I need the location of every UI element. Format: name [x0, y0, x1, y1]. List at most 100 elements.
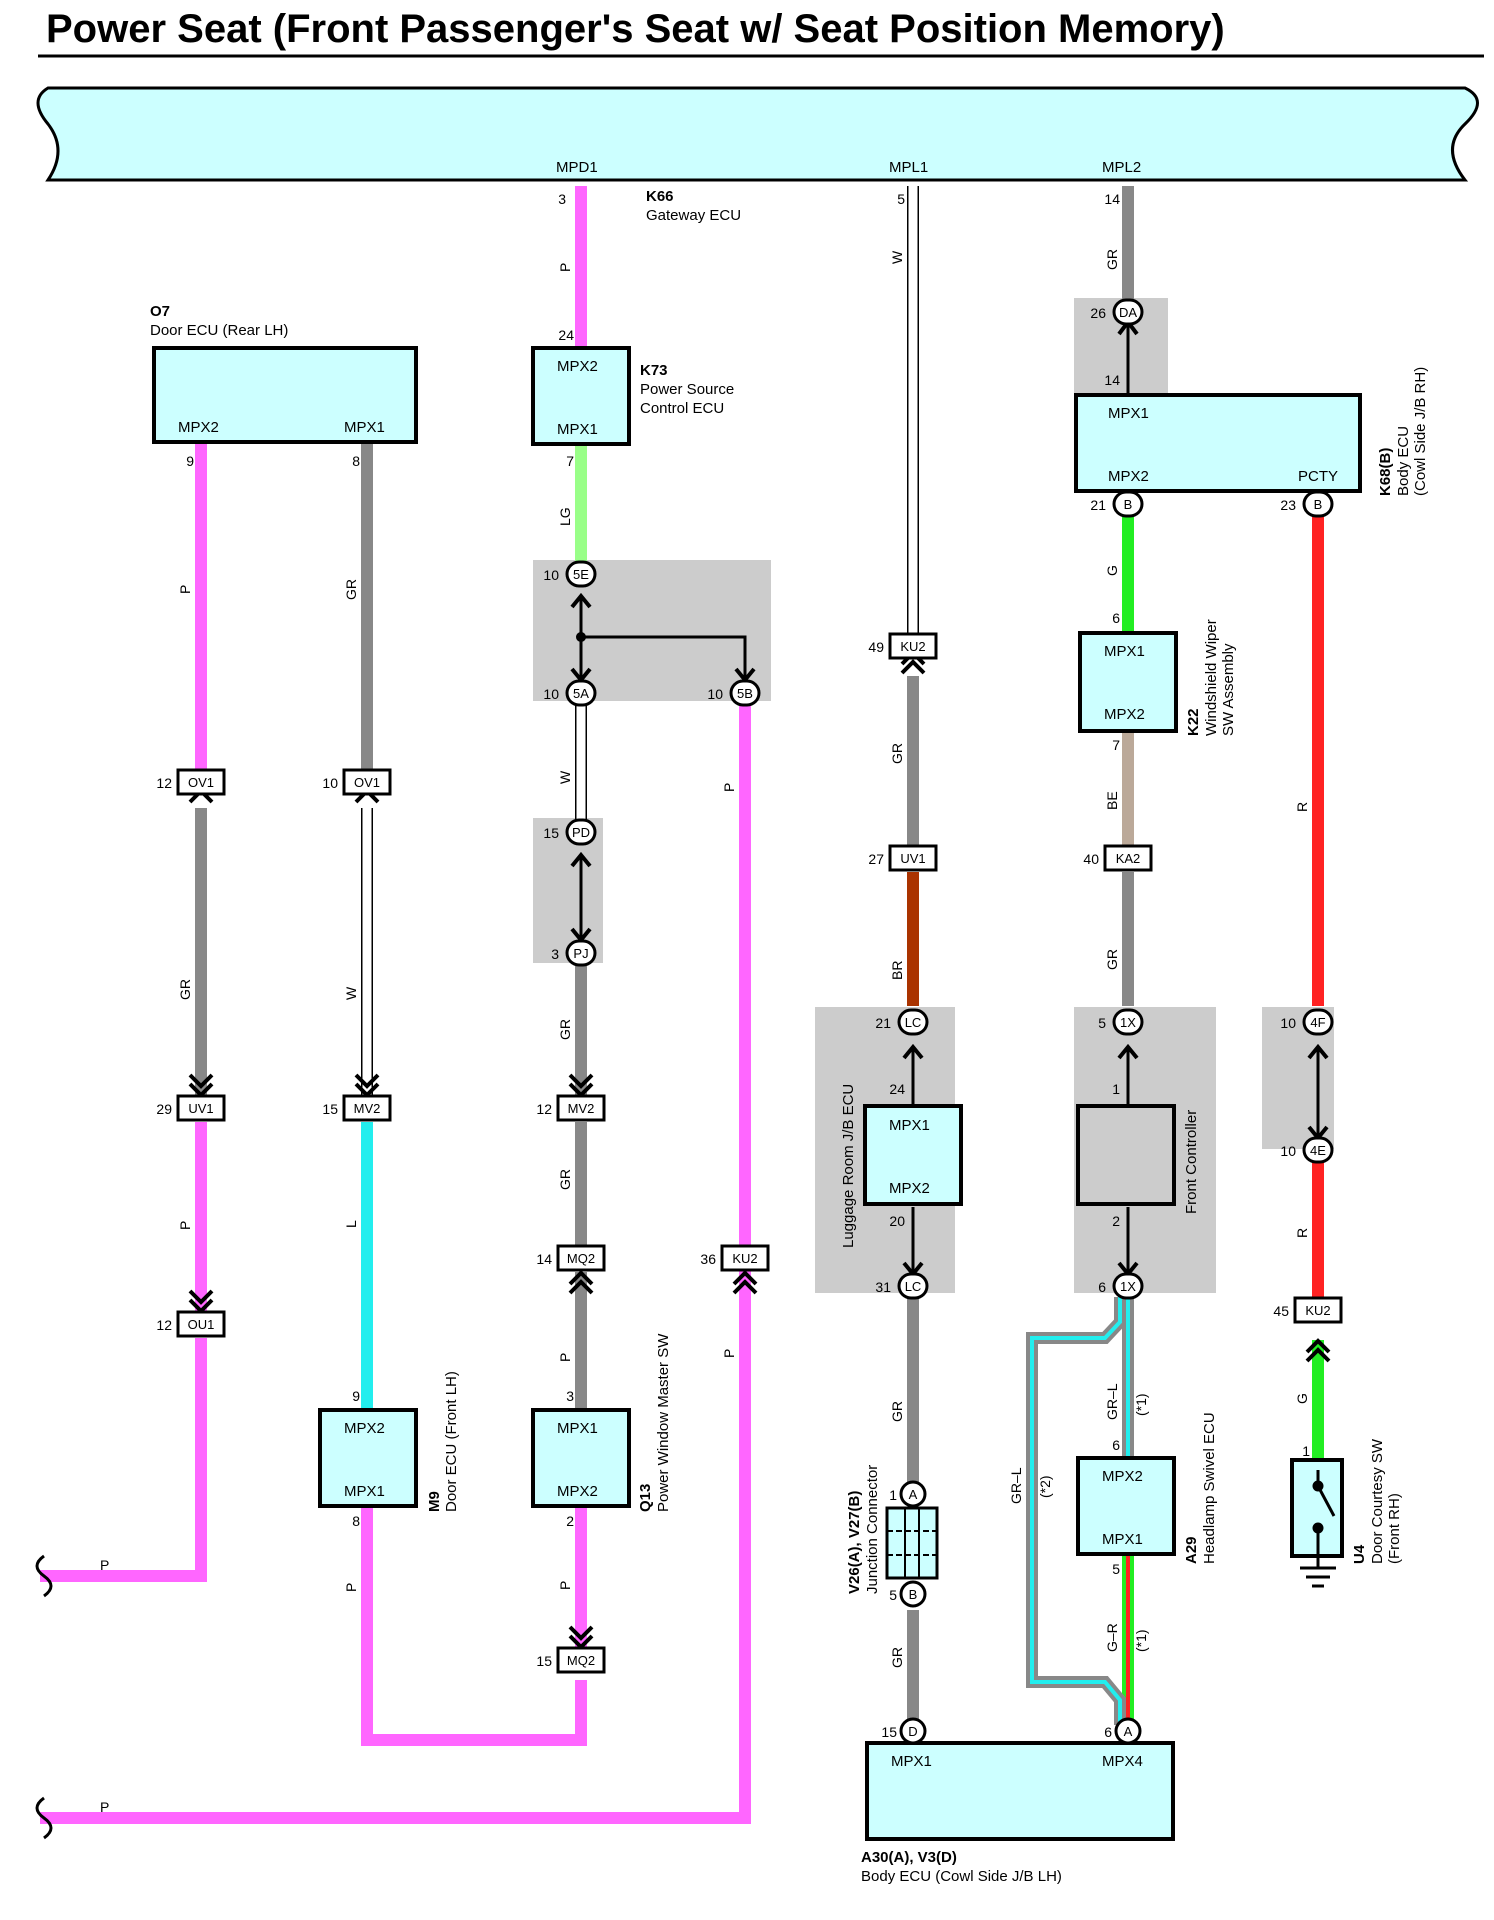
connector-ov1b: OV1	[342, 768, 392, 796]
pin-label: 3	[566, 1388, 574, 1404]
pin-label: 5	[897, 191, 905, 207]
connector-ov1a-label: OV1	[188, 775, 214, 790]
k68-port-pcty: PCTY	[1298, 468, 1338, 485]
pin-label: 15	[543, 825, 559, 841]
chevron-ku2c-1	[1305, 1338, 1331, 1354]
connector-mv2a-label: MV2	[354, 1101, 381, 1116]
pin-label: 14	[1104, 191, 1120, 207]
m9-code: M9	[426, 1491, 443, 1512]
joint-da: DA	[1112, 298, 1144, 326]
joint-pd-label: PD	[572, 825, 590, 840]
pin-label: 3	[558, 191, 566, 207]
pin-label: 21	[875, 1015, 891, 1031]
switch-symbol	[1300, 1470, 1336, 1588]
wire-label: GR	[177, 979, 193, 1000]
chevron-mq2a-2	[568, 1279, 594, 1295]
o7-name: Door ECU (Rear LH)	[150, 322, 288, 339]
chevron-mv2a-2	[354, 1073, 380, 1089]
q13-name: Power Window Master SW	[655, 1333, 672, 1512]
u4-name-line1: Door Courtesy SW	[1369, 1438, 1386, 1564]
wire-label: GR	[889, 1401, 905, 1422]
joint-pj-label: PJ	[573, 946, 588, 961]
connector-ou1: OU1	[176, 1310, 226, 1338]
a29-code: A29	[1183, 1536, 1200, 1564]
pin-label: 24	[889, 1081, 905, 1097]
connector-ov1b-label: OV1	[354, 775, 380, 790]
joint-5b-label: 5B	[737, 686, 753, 701]
chevron-ku2c-2	[1305, 1347, 1331, 1363]
diagram-title: Power Seat (Front Passenger's Seat w/ Se…	[46, 7, 1225, 51]
pin-label: 8	[352, 453, 360, 469]
joint-4f: 4F	[1302, 1008, 1334, 1036]
pin-label: 2	[1112, 1213, 1120, 1229]
k22-name-line1: Windshield Wiper	[1203, 619, 1220, 736]
joint-a2-label: A	[1124, 1724, 1133, 1739]
pin-label: 7	[1112, 737, 1120, 753]
connector-ku2c-label: KU2	[1305, 1303, 1330, 1318]
wire-label: GR	[557, 1019, 573, 1040]
pin-label: 9	[186, 453, 194, 469]
wire-label: P	[721, 783, 737, 792]
pin-label: 6	[1104, 1724, 1112, 1740]
connector-mq2b: MQ2	[556, 1646, 606, 1674]
k22-port-mpx1: MPX1	[1104, 643, 1145, 660]
note-1: (*1)	[1133, 1393, 1149, 1416]
v26-name: Junction Connector	[864, 1465, 881, 1594]
joint-b23-label: B	[1314, 497, 1323, 512]
pin-label: 10	[322, 775, 338, 791]
joint-5a-label: 5A	[573, 686, 589, 701]
joint-1x1-label: 1X	[1120, 1015, 1136, 1030]
joint-1x2: 1X	[1112, 1272, 1144, 1300]
pin-label: 36	[700, 1251, 716, 1267]
arrow-up-4f	[1307, 1043, 1329, 1060]
connector-uv1b: UV1	[888, 844, 938, 872]
wire-labels: P LG W GR GR P P P GR P GR W L P W GR BR…	[100, 249, 1310, 1815]
connector-mq2b-label: MQ2	[567, 1653, 595, 1668]
joint-lc2-label: LC	[905, 1279, 922, 1294]
pin-label: 9	[352, 1388, 360, 1404]
arrow-up-1x	[1117, 1043, 1139, 1060]
k22-code: K22	[1185, 708, 1202, 736]
pin-label: 5	[1098, 1015, 1106, 1031]
a29-port-mpx2: MPX2	[1102, 1468, 1143, 1485]
wire-label: P	[557, 1581, 573, 1590]
joint-1x2-label: 1X	[1120, 1279, 1136, 1294]
chevron-ku2a-2	[732, 1279, 758, 1295]
u4-name-line2: (Front RH)	[1386, 1493, 1403, 1564]
wire-bypass-l-stripe	[1030, 1297, 1122, 1725]
wire-label: L	[343, 1220, 359, 1228]
chevron-uv1-2	[188, 1073, 214, 1089]
luggage-box	[863, 1104, 963, 1206]
a30-port-mpx1: MPX1	[891, 1753, 932, 1770]
joint-b: B	[899, 1580, 927, 1608]
joint-b21: B	[1112, 490, 1144, 518]
connector-mq2a-label: MQ2	[567, 1251, 595, 1266]
k22-port-mpx2: MPX2	[1104, 706, 1145, 723]
k73-name-line1: Power Source	[640, 381, 734, 398]
joint-pd: PD	[565, 818, 597, 846]
arrow-up-pd	[570, 851, 592, 868]
wire-label: LG	[557, 507, 573, 526]
connector-ov1a: OV1	[176, 768, 226, 796]
connector-uv1b-label: UV1	[900, 851, 925, 866]
junction-box	[885, 1506, 939, 1580]
pin-label: 5	[1112, 1561, 1120, 1577]
wire-label: GR	[557, 1169, 573, 1190]
joint-d-label: D	[908, 1724, 917, 1739]
connector-mv2b-label: MV2	[568, 1101, 595, 1116]
o7-box	[152, 346, 418, 444]
joint-d: D	[899, 1717, 927, 1745]
pin-label: 5	[889, 1587, 897, 1603]
bus-port-mpl2: MPL2	[1102, 159, 1141, 176]
joint-lc1-label: LC	[905, 1015, 922, 1030]
pin-label: 1	[1112, 1081, 1120, 1097]
k68-code: K68(B)	[1377, 448, 1394, 496]
connector-ku2b: KU2	[888, 632, 938, 660]
joint-5e-branch	[581, 635, 747, 680]
pin-label: 15	[322, 1101, 338, 1117]
q13-box	[531, 1408, 631, 1508]
front-ctrl-name: Front Controller	[1183, 1110, 1200, 1214]
wire-label: W	[343, 986, 359, 1000]
joint-da-label: DA	[1119, 305, 1137, 320]
